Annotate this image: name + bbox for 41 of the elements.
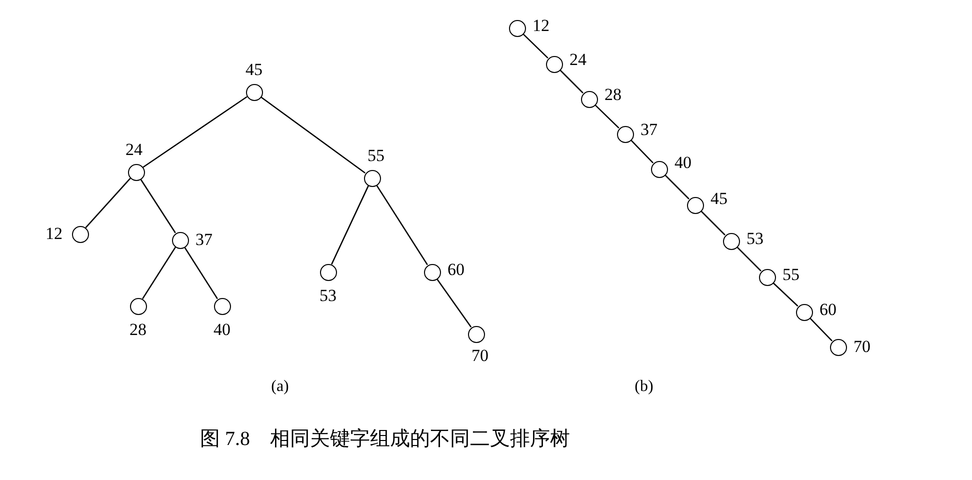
node-key: 24 bbox=[566, 50, 590, 70]
node-key: 45 bbox=[707, 189, 731, 209]
node-key: 40 bbox=[210, 320, 234, 340]
tree-edge bbox=[630, 140, 654, 164]
tree-edge bbox=[736, 246, 762, 272]
node-key: 53 bbox=[743, 229, 767, 249]
tree-edge bbox=[142, 96, 248, 168]
node-key: 40 bbox=[671, 153, 695, 173]
node-key: 12 bbox=[42, 224, 66, 244]
node-key: 70 bbox=[850, 337, 874, 357]
tree-edge bbox=[664, 174, 690, 200]
tree-edge bbox=[85, 178, 131, 228]
tree-edge bbox=[594, 104, 620, 129]
tree-edge bbox=[522, 33, 548, 59]
node-key: 60 bbox=[444, 260, 468, 280]
tree-edge bbox=[560, 70, 584, 94]
node-key: 70 bbox=[468, 346, 492, 366]
tree-edge bbox=[260, 96, 366, 174]
figure-caption: 图 7.8 相同关键字组成的不同二叉排序树 bbox=[200, 427, 570, 452]
node-key: 28 bbox=[601, 85, 625, 105]
node-key: 55 bbox=[779, 265, 803, 285]
tree-edge bbox=[436, 278, 472, 328]
tree-edge bbox=[809, 318, 833, 342]
subfigure-label: (b) bbox=[634, 378, 654, 396]
node-key: 55 bbox=[364, 146, 388, 166]
tree-edge bbox=[700, 210, 726, 236]
tree-edge bbox=[772, 282, 798, 307]
subfigure-label: (a) bbox=[271, 378, 289, 396]
node-key: 45 bbox=[242, 60, 266, 80]
tree-edge bbox=[140, 178, 176, 234]
node-key: 60 bbox=[816, 300, 840, 320]
tree-edge bbox=[376, 184, 428, 266]
node-key: 28 bbox=[126, 320, 150, 340]
node-key: 12 bbox=[529, 16, 553, 36]
tree-edge bbox=[331, 185, 369, 265]
tree-edge bbox=[184, 246, 218, 300]
tree-edge bbox=[142, 246, 176, 300]
node-key: 24 bbox=[122, 140, 146, 160]
node-key: 53 bbox=[316, 286, 340, 306]
node-key: 37 bbox=[637, 120, 661, 140]
node-key: 37 bbox=[192, 230, 216, 250]
